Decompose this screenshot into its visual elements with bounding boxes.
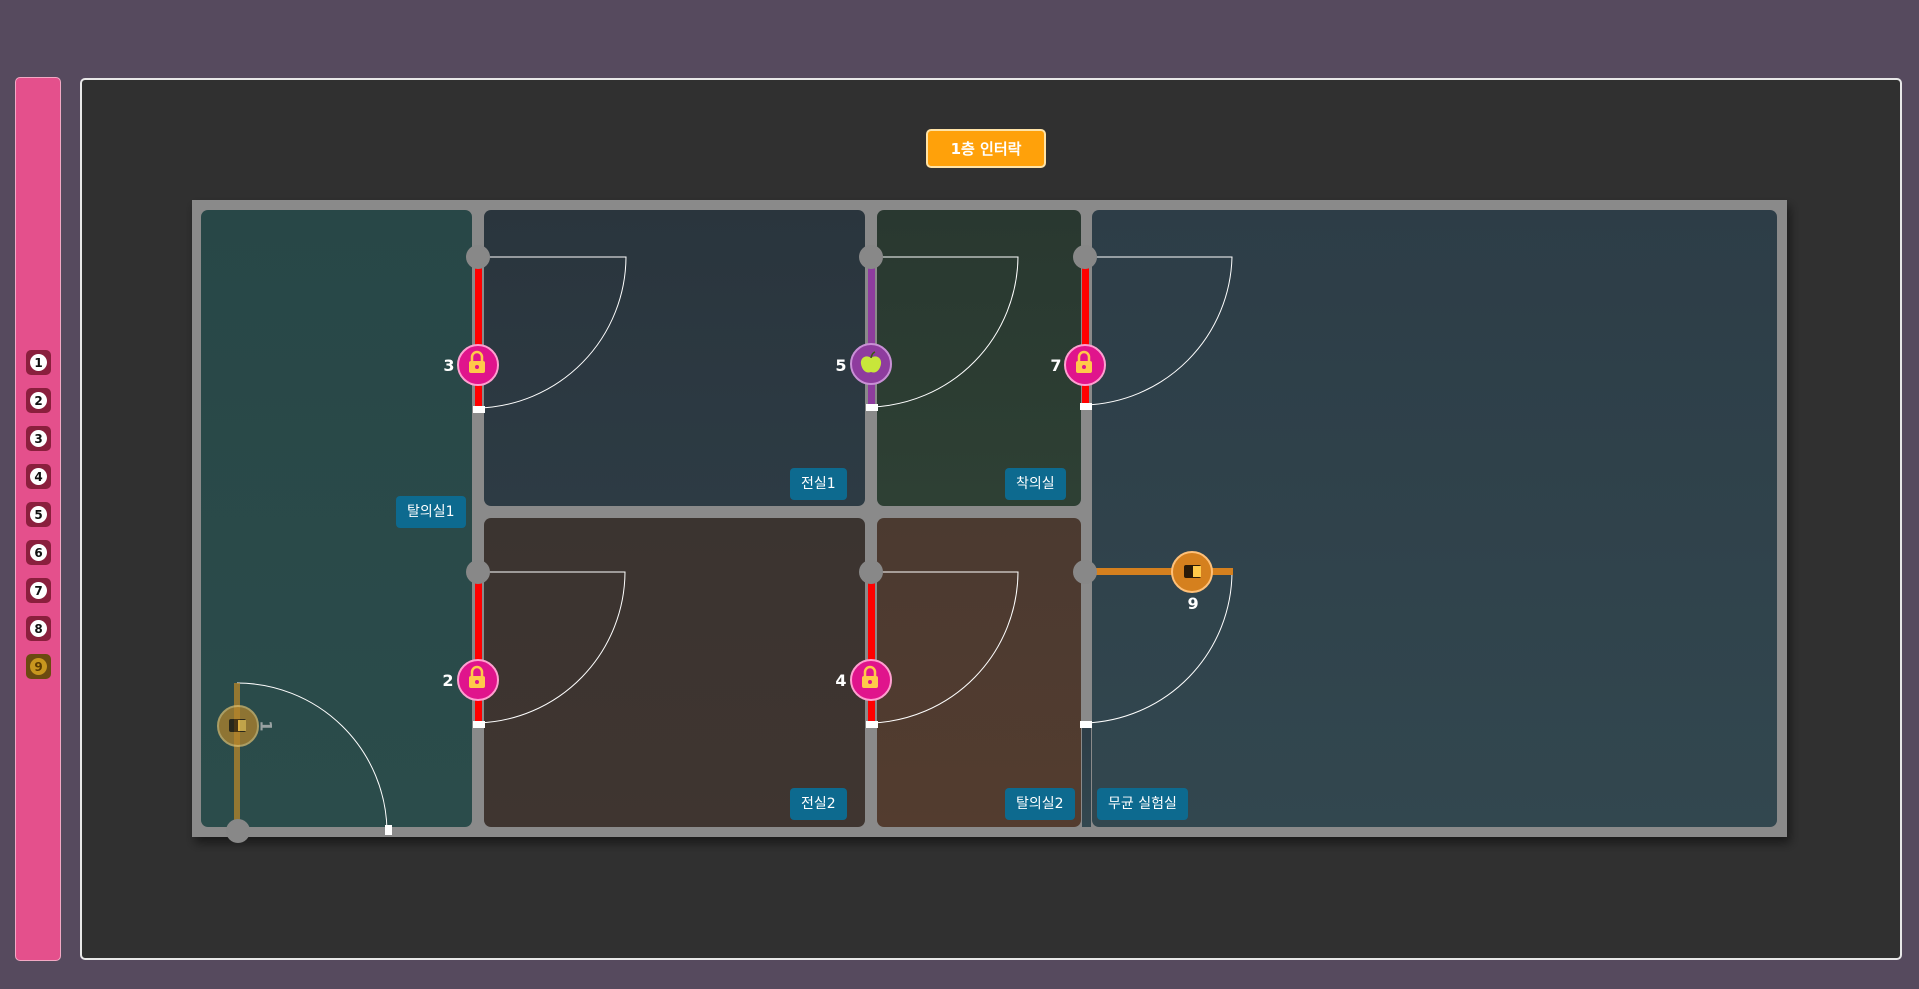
sidebar: 1 2 3 4 5 6 7 8 9	[15, 77, 61, 961]
sidebar-item-label: 4	[30, 468, 47, 485]
locked-icon	[1076, 350, 1092, 373]
locked-icon	[469, 350, 485, 373]
room-sterile-lab[interactable]	[1092, 210, 1777, 827]
door-7[interactable]: 7	[1050, 344, 1106, 386]
room-label-sterile-lab: 무균 실험실	[1097, 788, 1188, 820]
room-label-dressing: 착의실	[1005, 468, 1066, 500]
door-5-number: 5	[835, 356, 846, 375]
sidebar-item-label: 2	[30, 392, 47, 409]
room-label-changing2: 탈의실2	[1005, 788, 1075, 820]
door-3[interactable]: 3	[443, 344, 499, 386]
apple-icon	[860, 351, 882, 373]
sidebar-item-6[interactable]: 6	[26, 540, 51, 565]
room-dressing[interactable]	[877, 210, 1081, 506]
sidebar-item-label: 9	[30, 658, 47, 675]
sidebar-item-9[interactable]: 9	[26, 654, 51, 679]
unlocked-icon	[1184, 565, 1201, 578]
sidebar-item-label: 7	[30, 582, 47, 599]
door-4[interactable]: 4	[835, 659, 892, 701]
door-leaves	[234, 257, 1233, 830]
sidebar-item-5[interactable]: 5	[26, 502, 51, 527]
door-hinges	[226, 245, 1097, 843]
door-1-number: 1	[257, 720, 276, 731]
door-5[interactable]: 5	[835, 343, 892, 385]
door-2[interactable]: 2	[442, 659, 499, 701]
sidebar-item-4[interactable]: 4	[26, 464, 51, 489]
lab-opening	[1082, 722, 1091, 827]
sidebar-item-1[interactable]: 1	[26, 350, 51, 375]
sidebar-item-label: 5	[30, 506, 47, 523]
locked-icon	[469, 665, 485, 688]
door-6[interactable]: 6	[1171, 551, 1213, 613]
door-6-number: 6	[1187, 594, 1198, 613]
room-anteroom2[interactable]	[484, 518, 865, 827]
sidebar-item-8[interactable]: 8	[26, 616, 51, 641]
sidebar-item-label: 1	[30, 354, 47, 371]
door-7-number: 7	[1050, 356, 1061, 375]
door-swings	[236, 256, 1233, 831]
sidebar-item-label: 8	[30, 620, 47, 637]
door-4-number: 4	[835, 671, 846, 690]
unlocked-icon	[229, 719, 246, 732]
sidebar-item-3[interactable]: 3	[26, 426, 51, 451]
room-anteroom1[interactable]	[484, 210, 865, 506]
locked-icon	[862, 665, 878, 688]
room-label-anteroom1: 전실1	[790, 468, 847, 500]
floor-interlock-button[interactable]: 1층 인터락	[926, 129, 1046, 168]
sidebar-item-label: 3	[30, 430, 47, 447]
sidebar-item-7[interactable]: 7	[26, 578, 51, 603]
door-1[interactable]: 1	[217, 705, 276, 747]
door-stops	[385, 403, 1092, 835]
room-changing1[interactable]	[201, 210, 472, 827]
room-label-changing1: 탈의실1	[396, 496, 466, 528]
room-label-anteroom2: 전실2	[790, 788, 847, 820]
door-3-number: 3	[443, 356, 454, 375]
sidebar-item-2[interactable]: 2	[26, 388, 51, 413]
door-2-number: 2	[442, 671, 453, 690]
sidebar-item-label: 6	[30, 544, 47, 561]
